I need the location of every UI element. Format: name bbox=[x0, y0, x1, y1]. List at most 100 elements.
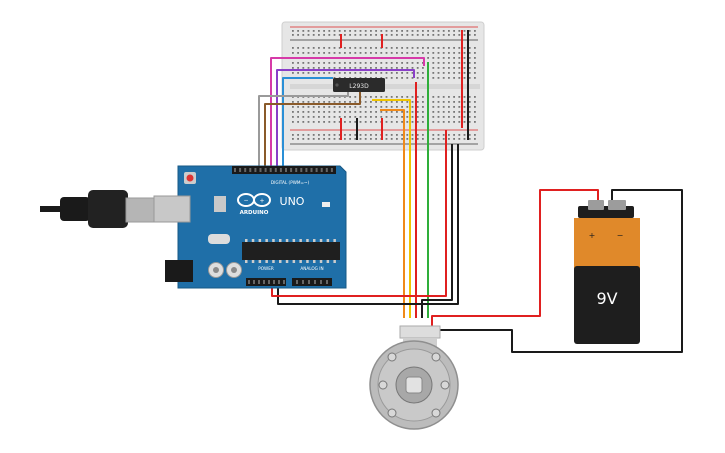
breadboard-hole bbox=[307, 106, 310, 108]
breadboard-hole bbox=[458, 62, 461, 64]
breadboard-hole bbox=[307, 30, 310, 32]
breadboard-hole bbox=[364, 116, 367, 118]
wire-orange[interactable] bbox=[380, 109, 405, 318]
breadboard-hole bbox=[338, 62, 341, 64]
breadboard-hole bbox=[354, 62, 357, 64]
breadboard-hole bbox=[375, 96, 377, 98]
breadboard-hole bbox=[442, 57, 445, 59]
header-pin bbox=[264, 168, 267, 172]
breadboard-hole bbox=[468, 106, 471, 108]
breadboard-hole bbox=[432, 30, 435, 32]
breadboard-hole bbox=[385, 121, 388, 123]
breadboard-hole bbox=[453, 134, 455, 136]
breadboard-hole bbox=[448, 111, 450, 113]
breadboard-hole bbox=[474, 101, 476, 103]
battery-plus-label: + bbox=[589, 231, 596, 240]
wire-yellow[interactable] bbox=[372, 99, 411, 318]
breadboard-hole bbox=[302, 67, 305, 69]
motor-screw-1 bbox=[387, 352, 397, 362]
breadboard-hole bbox=[474, 67, 476, 69]
breadboard-hole bbox=[432, 116, 435, 118]
breadboard-hole bbox=[411, 72, 414, 74]
header-pin bbox=[320, 168, 323, 172]
wire-red-battery[interactable] bbox=[431, 189, 599, 330]
breadboard-hole bbox=[338, 67, 341, 69]
breadboard-hole bbox=[458, 96, 461, 98]
breadboard-hole bbox=[406, 96, 409, 98]
breadboard-hole bbox=[458, 138, 461, 140]
wire-brown[interactable] bbox=[264, 92, 361, 168]
wire-red-5v[interactable] bbox=[271, 130, 447, 297]
breadboard-hole bbox=[437, 62, 440, 64]
breadboard-hole bbox=[432, 34, 435, 36]
wire-blue[interactable] bbox=[282, 77, 333, 168]
breadboard-hole bbox=[453, 116, 455, 118]
header-pin bbox=[330, 168, 333, 172]
l293d-chip[interactable]: L293D bbox=[333, 78, 385, 92]
breadboard-hole bbox=[370, 121, 372, 123]
breadboard-hole bbox=[453, 57, 455, 59]
breadboard-hole bbox=[422, 34, 424, 36]
breadboard-hole bbox=[401, 47, 403, 49]
motor-screw-3 bbox=[387, 408, 397, 418]
arduino-uno-board[interactable]: DIGITAL (PWM=~) − + ARDUINO UNO POWER AN… bbox=[153, 165, 347, 289]
breadboard-hole bbox=[328, 67, 331, 69]
breadboard-hole bbox=[453, 77, 455, 79]
breadboard-hole bbox=[432, 111, 435, 113]
breadboard-hole bbox=[416, 30, 419, 32]
breadboard-hole bbox=[406, 116, 409, 118]
breadboard-hole bbox=[406, 106, 409, 108]
dc-gear-motor-icon[interactable] bbox=[369, 325, 459, 430]
breadboard-hole bbox=[364, 62, 367, 64]
breadboard-hole bbox=[370, 116, 372, 118]
breadboard-hole bbox=[307, 72, 310, 74]
wire-black-motor[interactable] bbox=[421, 144, 453, 318]
breadboard-hole bbox=[385, 106, 388, 108]
breadboard-hole bbox=[463, 52, 466, 54]
arduino-logo-icon: − + bbox=[237, 193, 271, 207]
breadboard-hole bbox=[422, 30, 424, 32]
analog-header bbox=[292, 278, 332, 286]
breadboard-hole bbox=[318, 72, 320, 74]
arduino-brand: ARDUINO bbox=[240, 210, 269, 216]
breadboard-hole bbox=[375, 106, 377, 108]
wire-magenta[interactable] bbox=[270, 57, 425, 168]
breadboard-hole bbox=[442, 67, 445, 69]
breadboard-hole bbox=[448, 121, 450, 123]
wire-black-gnd[interactable] bbox=[277, 144, 459, 305]
breadboard-hole bbox=[344, 121, 346, 123]
breadboard-hole bbox=[437, 138, 440, 140]
breadboard-hole bbox=[463, 116, 466, 118]
breadboard-hole bbox=[302, 62, 305, 64]
wire-black-battery[interactable] bbox=[436, 189, 683, 353]
wire-gray[interactable] bbox=[258, 92, 349, 168]
breadboard-hole bbox=[453, 52, 455, 54]
breadboard-hole bbox=[302, 106, 305, 108]
breadboard-hole bbox=[318, 52, 320, 54]
breadboard-hole bbox=[432, 57, 435, 59]
header-pin bbox=[258, 280, 260, 284]
header-pin bbox=[302, 280, 304, 284]
breadboard-hole bbox=[307, 52, 310, 54]
breadboard-hole bbox=[349, 116, 351, 118]
breadboard-hole bbox=[458, 116, 461, 118]
breadboard-hole bbox=[411, 47, 414, 49]
breadboard-hole bbox=[385, 111, 388, 113]
wire-purple[interactable] bbox=[276, 69, 415, 168]
chip-pin bbox=[326, 260, 330, 263]
breadboard-hole bbox=[448, 52, 450, 54]
power-label: POWER bbox=[258, 266, 274, 271]
breadboard-hole bbox=[307, 47, 310, 49]
battery-9v[interactable]: + − 9V bbox=[574, 200, 640, 344]
header-pin bbox=[308, 280, 310, 284]
breadboard-hole bbox=[448, 96, 450, 98]
breadboard-hole bbox=[416, 101, 419, 103]
breadboard-hole bbox=[422, 96, 424, 98]
breadboard-hole bbox=[292, 67, 294, 69]
usb-cable-icon[interactable] bbox=[40, 190, 157, 228]
breadboard-hole bbox=[448, 62, 450, 64]
breadboard-hole bbox=[474, 134, 476, 136]
breadboard-hole bbox=[328, 52, 331, 54]
breadboard-hole bbox=[474, 96, 476, 98]
breadboard-hole bbox=[380, 106, 383, 108]
